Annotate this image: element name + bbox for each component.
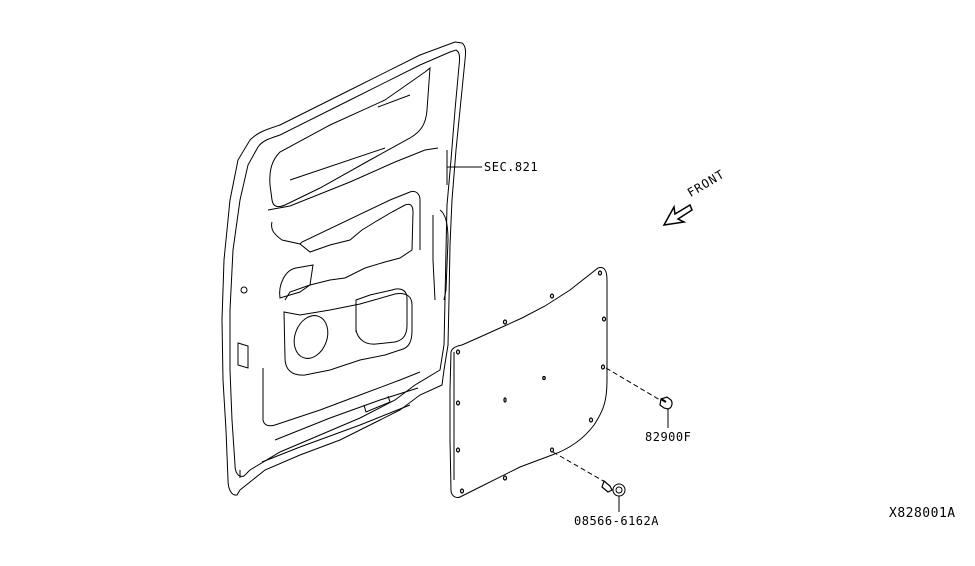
screw-part xyxy=(553,452,625,512)
trim-board-panel xyxy=(450,268,607,498)
screw-part-number-label: 08566-6162A xyxy=(574,514,659,528)
clip-part-number-label: 82900F xyxy=(645,430,692,444)
door-inner-panel xyxy=(222,42,466,495)
front-direction-arrow-icon xyxy=(664,205,692,225)
diagram-id-label: X828001A xyxy=(889,506,956,521)
clip-part xyxy=(606,368,672,428)
section-reference-label: SEC.821 xyxy=(484,160,539,174)
